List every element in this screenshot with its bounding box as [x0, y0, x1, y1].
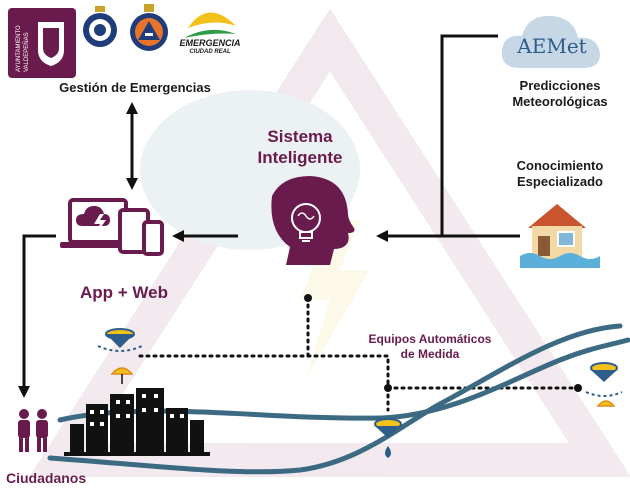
svg-text:VALDEPEÑAS: VALDEPEÑAS	[23, 32, 30, 72]
predicciones-label: Predicciones Meteorológicas	[500, 78, 620, 111]
aemet-cloud-logo	[501, 15, 600, 68]
sistema-inteligente-label: Sistema Inteligente	[240, 126, 360, 169]
conocimiento-line1: Conocimiento	[516, 158, 604, 173]
predicciones-line1: Predicciones	[519, 78, 601, 93]
city-skyline-icon	[64, 388, 210, 456]
ayuntamiento-logo: AYUNTAMIENTO VALDEPEÑAS	[8, 8, 76, 78]
emergencia-logo-text: EMERGENCIA CIUDAD REAL	[178, 38, 242, 57]
connectors	[18, 34, 520, 398]
equipos-line1: Equipos Automáticos	[368, 332, 492, 346]
predicciones-line2: Meteorológicas	[512, 94, 608, 110]
equipos-line2: de Medida	[400, 347, 460, 361]
head-bulb-icon	[271, 176, 355, 265]
conocimiento-line2: Especializado	[517, 174, 603, 190]
emergencia-logo-subline: CIUDAD REAL	[189, 49, 231, 56]
node-dot	[304, 294, 312, 302]
sensor-icon	[374, 418, 402, 458]
gestion-emergencias-label: Gestión de Emergencias	[59, 80, 211, 95]
svg-text:AYUNTAMIENTO: AYUNTAMIENTO	[16, 25, 22, 72]
node-dot	[384, 384, 392, 392]
emergencia-ciudad-real-logo	[184, 12, 236, 38]
policia-logo	[83, 6, 117, 47]
emergencia-logo-line: EMERGENCIA	[179, 38, 241, 48]
citizens-icon	[18, 409, 48, 452]
equipos-label: Equipos Automáticos de Medida	[350, 332, 510, 362]
sensor-icon	[585, 362, 623, 407]
app-web-label: App + Web	[80, 283, 168, 302]
sistema-line1: Sistema	[267, 127, 333, 146]
flooded-house-icon	[520, 204, 600, 268]
sensor-network-lines	[138, 296, 580, 412]
node-dot	[574, 384, 582, 392]
ciudadanos-label: Ciudadanos	[6, 470, 87, 486]
conocimiento-label: Conocimiento Especializado	[500, 158, 620, 191]
aemet-logo-text: AEMet	[517, 34, 587, 58]
proteccion-civil-logo	[130, 4, 168, 51]
sensor-icon	[97, 328, 143, 384]
devices-icon	[60, 198, 164, 256]
sistema-line2: Inteligente	[257, 148, 343, 168]
